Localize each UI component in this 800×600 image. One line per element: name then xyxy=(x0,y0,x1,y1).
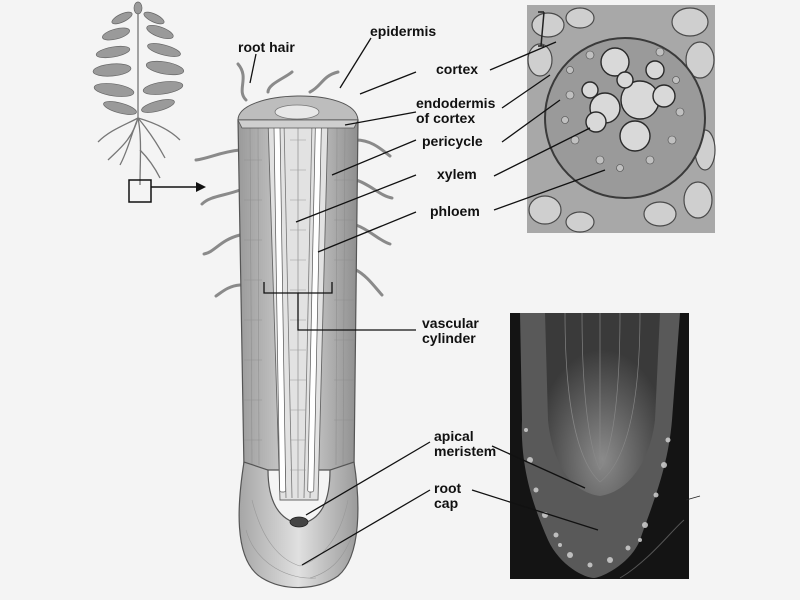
label-phloem: phloem xyxy=(430,203,480,219)
label-pericycle: pericycle xyxy=(422,133,483,149)
leader-lines xyxy=(249,37,606,566)
leader-extra xyxy=(685,495,701,501)
vascular-cross-section-micrograph xyxy=(527,5,716,233)
label-rootcap-line1: root xyxy=(434,480,462,496)
label-root-hair: root hair xyxy=(238,39,295,55)
root-longitudinal-section xyxy=(194,62,394,589)
label-epidermis: epidermis xyxy=(370,23,437,39)
label-vascular-line2: cylinder xyxy=(422,330,476,346)
label-apical-meristem: apical meristem xyxy=(434,429,496,459)
label-apical-line2: meristem xyxy=(434,443,497,459)
root-tip-micrograph xyxy=(510,312,689,579)
label-vascular-line1: vascular xyxy=(422,315,479,331)
label-vascular-cylinder: vascular cylinder xyxy=(422,316,479,346)
label-endodermis-line1: endodermis xyxy=(416,95,496,111)
label-root-cap: root cap xyxy=(434,481,461,511)
label-endodermis-line2: of cortex xyxy=(416,110,476,126)
label-rootcap-line2: cap xyxy=(434,495,459,511)
label-xylem: xylem xyxy=(437,166,477,182)
plant-illustration xyxy=(92,1,206,203)
label-apical-line1: apical xyxy=(434,428,474,444)
label-cortex: cortex xyxy=(436,61,479,77)
label-endodermis: endodermis of cortex xyxy=(416,96,495,126)
